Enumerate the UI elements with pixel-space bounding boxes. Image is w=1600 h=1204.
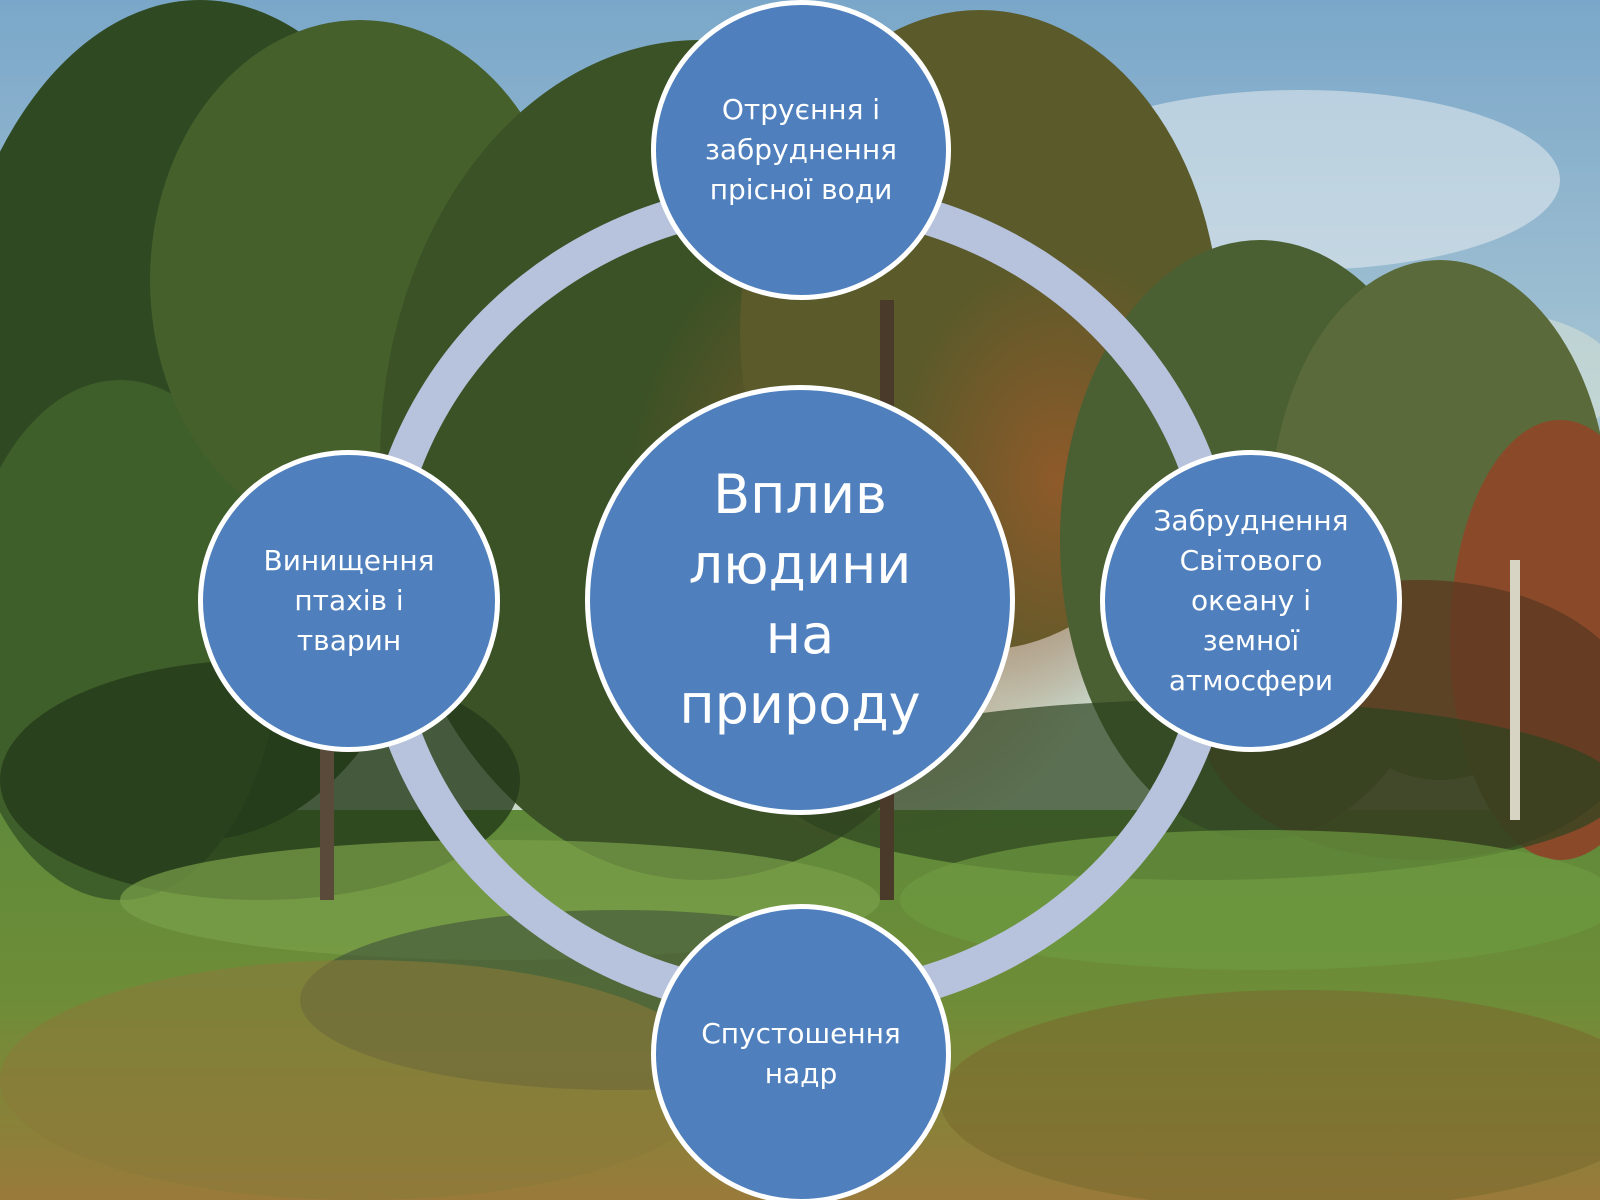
center-node: Вплив людини на природу [585,385,1015,815]
center-node-label: Вплив людини на природу [679,463,921,736]
node-subsoil-depletion-label: Спустошення надр [701,1017,901,1090]
node-ocean-atmosphere-pollution: Забруднення Світового океану і земної ат… [1100,450,1402,752]
node-subsoil-depletion: Спустошення надр [651,904,951,1204]
node-ocean-atmosphere-pollution-label: Забруднення Світового океану і земної ат… [1153,504,1349,697]
node-freshwater-pollution-label: Отруєння і забруднення прісної води [704,93,897,206]
node-freshwater-pollution: Отруєння і забруднення прісної води [651,0,951,300]
node-wildlife-destruction: Винищення птахів і тварин [198,450,500,752]
node-wildlife-destruction-label: Винищення птахів і тварин [263,544,435,657]
